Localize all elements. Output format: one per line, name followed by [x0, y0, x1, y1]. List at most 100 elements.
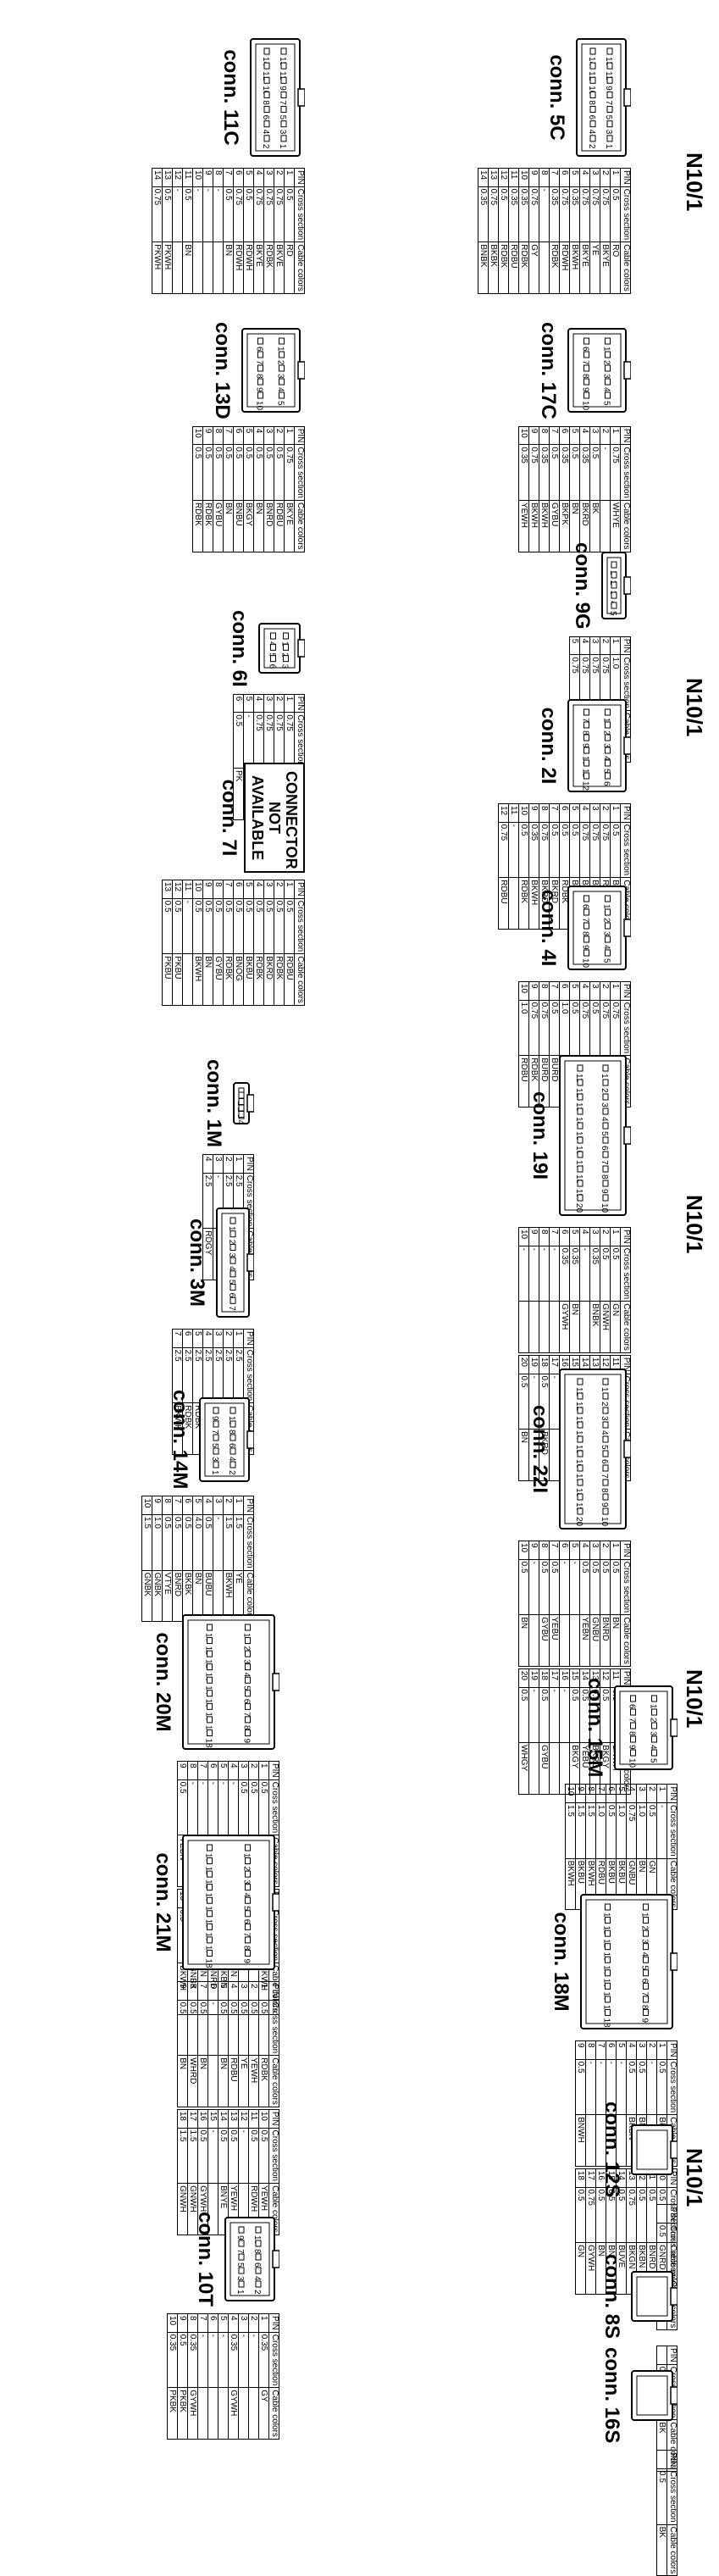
pin-slot	[245, 1844, 251, 1852]
cross-section: 0.5	[569, 1000, 580, 1056]
cable-color: BKWH	[539, 500, 550, 552]
pin-label: 3	[600, 1102, 609, 1108]
pin-slot	[245, 1702, 251, 1710]
header-pin: PIN	[294, 694, 305, 713]
connector-drawing	[631, 2271, 678, 2323]
header-pin: PIN	[666, 2040, 678, 2060]
pin-label: 1	[602, 718, 611, 723]
pin-label: 1	[604, 144, 613, 149]
cross-section: -	[539, 1246, 550, 1302]
cable-color: GYWH	[228, 2387, 239, 2440]
cross-section: 0.35	[569, 186, 580, 242]
connector-group: 123456789101112131415161718conn. 20MPINC…	[151, 1610, 279, 2015]
cross-section: 0.35	[549, 186, 560, 242]
pin-slot	[283, 632, 289, 640]
pin-number: 17	[585, 2168, 596, 2188]
table-row: 11-	[508, 803, 519, 930]
pin-label: 2	[252, 2290, 262, 2295]
pin-number: 9	[528, 168, 539, 187]
cross-section: 0.75	[600, 1000, 611, 1056]
cross-section: 0.5	[549, 822, 560, 878]
pin-number: 14	[478, 168, 489, 187]
cross-section: -	[656, 1802, 667, 1859]
cross-section: -	[243, 712, 254, 769]
pin-label: 15	[574, 1445, 583, 1455]
cable-color: GN	[575, 2242, 586, 2295]
pin-label: 4	[587, 130, 596, 135]
pin-label: 8	[600, 1174, 609, 1180]
pin-slot	[643, 1982, 649, 1990]
cross-section: 0.5	[162, 1514, 173, 1571]
cross-section: 0.75	[263, 712, 274, 769]
pin-slot	[245, 1896, 251, 1904]
cable-color: WHRD	[187, 2055, 198, 2107]
pin-number: 10	[192, 880, 203, 899]
cable-color: BKVE	[274, 242, 285, 294]
connector-latch	[670, 2287, 678, 2306]
pin-number: 1	[610, 426, 621, 445]
pin-label: 2	[242, 1646, 252, 1652]
pin-number: 2	[600, 981, 611, 1001]
cable-color: BN	[218, 2055, 229, 2107]
cable-color: BKWH	[569, 242, 580, 294]
connector-latch	[623, 1126, 631, 1145]
cross-section: 0.5	[569, 822, 580, 878]
header-cable: Cable colors	[620, 242, 631, 294]
pin-slot	[589, 106, 596, 114]
cross-section: 0.75	[539, 1000, 550, 1056]
pin-slot	[602, 1079, 609, 1086]
pin-slot	[651, 1735, 657, 1743]
cable-color	[539, 242, 550, 294]
cable-color: RDBU	[508, 242, 519, 294]
cross-section: -	[213, 1514, 224, 1571]
cable-color: PKBU	[162, 953, 173, 1006]
connector-inner	[572, 333, 622, 408]
cable-color: BKWH	[528, 500, 539, 552]
cable-color: BK	[656, 2524, 667, 2576]
header-pin: PIN	[294, 168, 305, 187]
pin-slot	[257, 378, 263, 386]
pin-label: 8	[252, 2249, 262, 2254]
pin-number: 9	[528, 803, 539, 823]
connector-inner	[187, 1619, 270, 1745]
pin-slot	[279, 378, 285, 386]
pin-slot	[207, 1624, 213, 1631]
pin-slot	[245, 1676, 251, 1684]
connector-latch	[623, 361, 631, 380]
cable-color: RDWH	[559, 242, 570, 294]
pin-slot	[577, 1479, 583, 1486]
pin-slot	[213, 1407, 219, 1414]
cable-color: YEBU	[549, 1614, 560, 1667]
pin-slot	[245, 1949, 251, 1957]
pin-label: 9	[628, 1745, 637, 1750]
cross-section: 0.35	[559, 1246, 570, 1302]
pin-slot	[606, 91, 613, 98]
pin-label: 2	[600, 1402, 609, 1407]
pin-number: 4	[579, 426, 590, 445]
pin-number: 5	[616, 1784, 627, 1803]
pin-label: 6	[227, 1293, 236, 1298]
table-row: 6-	[207, 1981, 218, 2107]
pin-number: 5	[569, 636, 580, 655]
section-label-5: N10/1	[681, 2148, 707, 2207]
connector-header: 12345conn. 9G	[570, 542, 631, 630]
